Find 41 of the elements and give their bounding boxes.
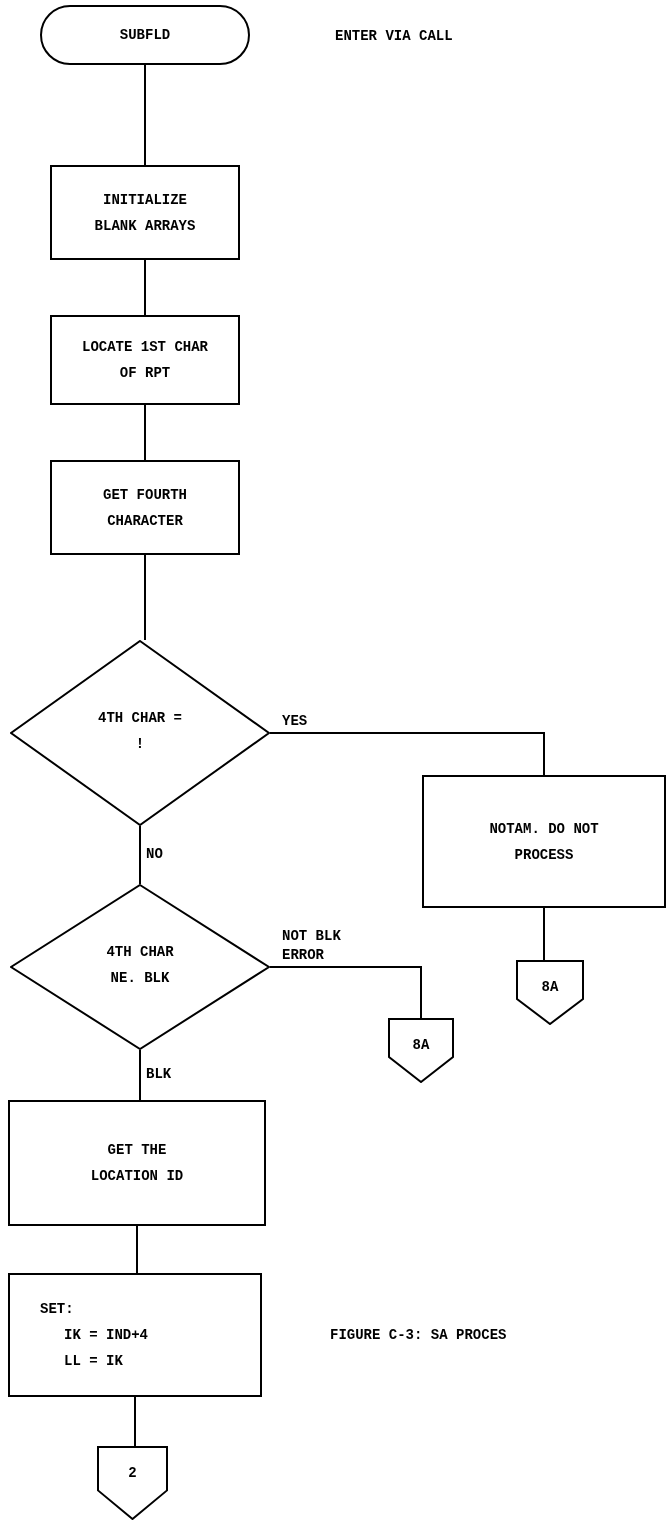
connector-line [269,966,422,1019]
connector-line [136,1225,138,1274]
figure-caption: FIGURE C-3: SA PROCES [330,1326,507,1345]
process-box [50,165,240,260]
edge-label: YES [282,712,309,731]
node-text: SET: [40,1300,75,1319]
process-box [8,1100,266,1226]
connector-line [144,404,146,461]
node-text: 4TH CHAR = ! [97,709,183,754]
node-text: IK = IND+4 [63,1326,148,1345]
offpage-connector [97,1446,168,1520]
node-text: NOTAM. DO NOT PROCESS [488,819,600,865]
terminal-shape [40,5,250,65]
edge-label: NOT BLK ERROR [282,927,342,965]
decision-diamond [10,640,270,826]
connector-line [139,1049,141,1101]
connector-line [144,554,146,641]
node-text: INITIALIZE BLANK ARRAYS [93,190,197,236]
note-text: ENTER VIA CALL [335,27,453,46]
node-text: GET FOURTH CHARACTER [102,485,188,531]
node-text: LOCATE 1ST CHAR OF RPT [81,338,209,383]
offpage-connector [388,1018,454,1083]
connector-line [139,825,141,885]
connector-line [543,907,545,961]
node-text: SUBFLD [119,26,171,45]
connector-line [269,732,545,776]
connector-line [134,1396,136,1447]
node-text: 2 [128,1464,137,1483]
connector-line [144,259,146,316]
process-box [422,775,666,908]
node-text: 8A [541,978,559,997]
node-text: 4TH CHAR NE. BLK [105,943,175,988]
decision-diamond [10,884,270,1050]
node-text: LL = IK [63,1352,124,1371]
offpage-connector [516,960,584,1025]
connector-line [144,64,146,166]
node-text: 8A [412,1036,430,1055]
process-box [50,315,240,405]
process-box [8,1273,262,1397]
process-box [50,460,240,555]
node-text: GET THE LOCATION ID [89,1141,185,1186]
